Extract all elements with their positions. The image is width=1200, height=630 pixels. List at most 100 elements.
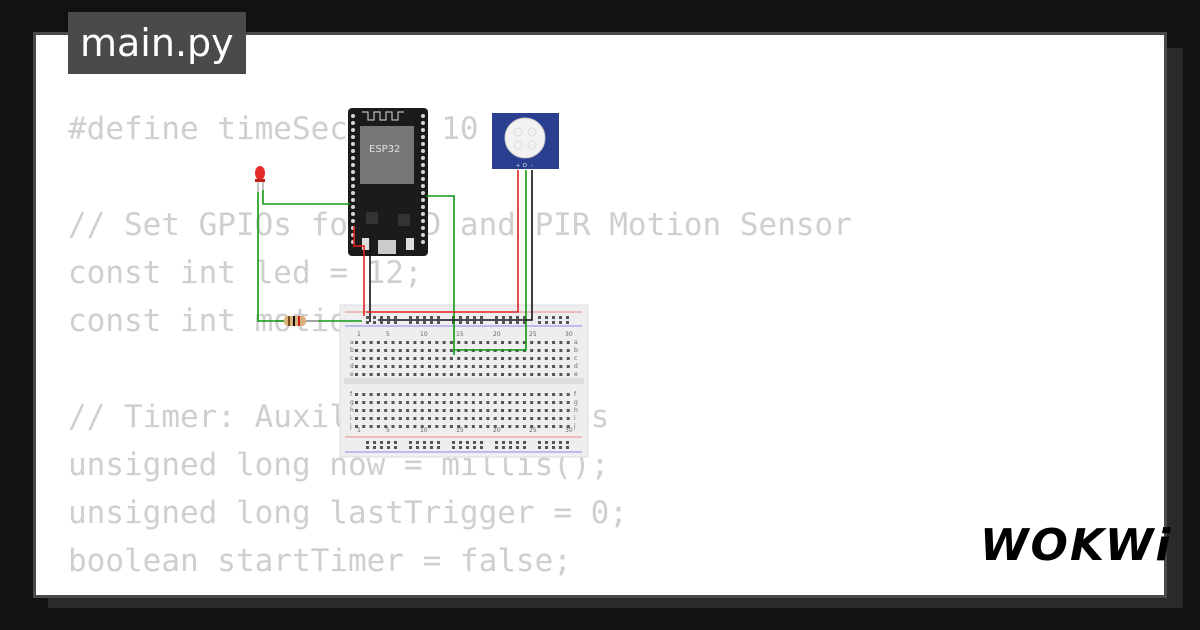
breadboard-column-numbers-bottom: 1 5 10 15 20 25 30 [357,427,573,434]
breadboard-hole [406,409,410,412]
row-letter: b [350,347,354,354]
breadboard-hole [493,357,497,360]
wires [257,170,533,355]
boot-button[interactable] [362,238,370,250]
breadboard-hole [466,321,469,324]
breadboard-hole [384,341,388,344]
breadboard-hole [530,349,534,352]
row-letter: j [573,423,576,430]
column-number: 20 [493,331,501,338]
breadboard-hole [566,409,570,412]
header-pin [421,170,425,174]
breadboard-hole [391,373,395,376]
breadboard-hole [459,441,462,444]
breadboard[interactable]: 1 5 10 15 20 25 30 1 5 10 15 20 25 30 a … [339,304,589,458]
breadboard-hole [559,341,563,344]
header-pin [421,184,425,188]
breadboard-hole [428,409,431,412]
row-letter: a [350,339,354,346]
breadboard-hole [544,341,548,344]
breadboard-hole [420,409,424,412]
pir-dome [504,117,546,159]
breadboard-hole [380,446,383,449]
breadboard-hole [398,401,402,404]
breadboard-hole [362,357,366,360]
pir-pin-label: + [516,163,520,169]
reset-button[interactable] [406,238,414,250]
breadboard-hole [530,409,534,412]
breadboard-hole [486,393,490,396]
breadboard-hole [416,441,419,444]
breadboard-hole [486,341,490,344]
breadboard-hole [544,409,548,412]
breadboard-hole [471,373,475,376]
breadboard-hole [369,417,373,420]
breadboard-column-numbers-top: 1 5 10 15 20 25 30 [357,331,573,338]
breadboard-hole [391,365,395,368]
breadboard-hole [508,365,512,368]
breadboard-hole [544,349,548,352]
breadboard-hole [515,365,519,368]
breadboard-hole [449,349,453,352]
breadboard-hole [428,393,431,396]
breadboard-hole [376,409,380,412]
breadboard-hole [493,425,497,428]
breadboard-hole [369,341,373,344]
breadboard-hole [464,341,468,344]
breadboard-hole [479,409,483,412]
breadboard-hole [545,321,548,324]
breadboard-hole [394,321,397,324]
pir-motion-sensor[interactable]: + D - [492,113,559,169]
breadboard-hole [537,417,541,420]
row-letter: g [574,399,578,406]
breadboard-hole [552,349,556,352]
header-pin [421,114,425,118]
breadboard-hole [459,316,462,319]
code-background: #define timeSeconds 10// Set GPIOs for L… [68,105,852,595]
breadboard-hole [428,425,431,428]
breadboard-hole [376,365,380,368]
breadboard-hole [537,365,541,368]
file-title-tab[interactable]: main.py [68,12,246,74]
breadboard-hole [376,341,380,344]
breadboard-hole [544,425,548,428]
breadboard-hole [362,341,366,344]
breadboard-hole [501,365,504,368]
breadboard-hole [479,417,483,420]
wire-red [353,226,365,316]
code-line: unsigned long lastTrigger = 0; [68,495,628,531]
breadboard-hole [530,417,534,420]
breadboard-hole [457,341,461,344]
resistor[interactable] [276,316,318,326]
row-letter: c [350,355,353,362]
breadboard-hole [437,321,440,324]
breadboard-hole [566,373,570,376]
breadboard-hole [369,373,373,376]
wire-black [378,170,533,321]
header-pin [351,135,355,139]
breadboard-hole [366,321,369,324]
breadboard-hole [387,316,390,319]
red-led[interactable] [255,166,265,192]
breadboard-hole [479,357,483,360]
breadboard-hole [552,316,555,319]
breadboard-hole [355,409,358,412]
breadboard-hole [501,417,504,420]
breadboard-hole [420,401,424,404]
breadboard-hole [376,373,380,376]
breadboard-hole [515,393,519,396]
esp32-board[interactable]: ESP32 [348,108,428,256]
breadboard-hole [435,417,439,420]
breadboard-hole [559,446,562,449]
breadboard-hole [442,401,446,404]
breadboard-hole [457,425,461,428]
column-number: 30 [565,331,573,338]
preview-frame: #define timeSeconds 10// Set GPIOs for L… [33,32,1167,598]
breadboard-hole [515,409,519,412]
row-letter: i [350,415,352,422]
breadboard-hole [428,373,431,376]
breadboard-hole [479,401,483,404]
breadboard-hole [538,441,541,444]
breadboard-hole [508,393,512,396]
breadboard-hole [537,409,541,412]
